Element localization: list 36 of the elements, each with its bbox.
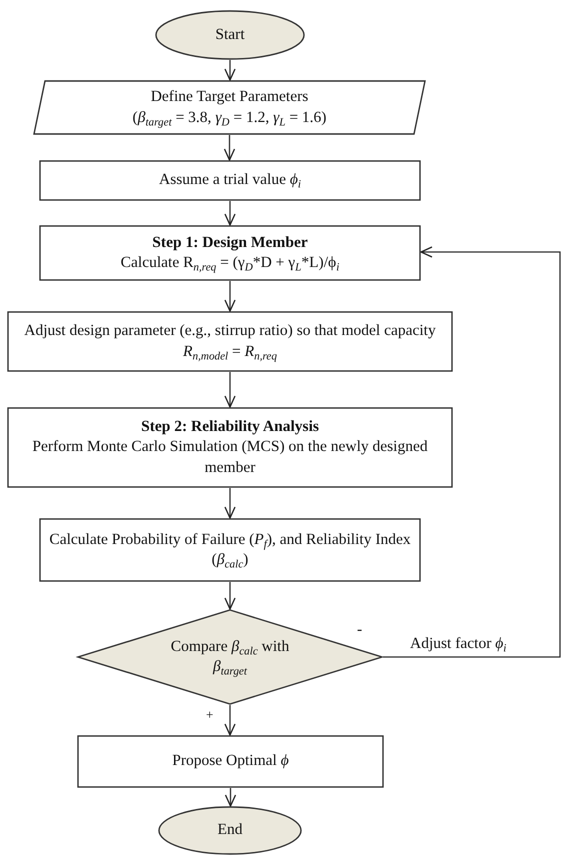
node-text: (β$_{target}$ = 3.8, γ$_{D}$ = 1.2, γ$_{L}$ = 1.6) [132,108,326,128]
terminal-oval [155,10,305,60]
step-description: Calculate R$_{n,req}$ = (γ$_{D}$*D + γ$_{L}$*L)/ϕ$_{i}$ [120,253,340,274]
process-box [7,311,453,372]
arrow [224,281,236,312]
arrow [224,488,236,519]
node-text: Propose Optimal ϕ [172,751,289,772]
edge-label: + [206,707,214,723]
node-text: End [218,820,242,840]
node-text: Calculate Probability of Failure (P$_{f}$), and Reliability Index (β$_{calc}$) [48,530,412,570]
process-box [39,160,421,201]
step-heading: Step 1: Design Member [152,232,308,253]
node-text: Start [215,24,245,45]
process-box [39,225,421,281]
decision-diamond [77,609,383,705]
branch-sign: - [357,621,362,640]
input-parallelogram [33,80,426,135]
arrow [383,246,561,658]
node-text: Adjust design parameter (e.g., stirrup ratio) so that model capacity R$_{n,model}$ = R$_{n,req}$ [23,321,437,362]
arrow [224,372,236,408]
arrow [224,582,236,610]
edge-label: Adjust factor ϕ$_{i}$ [410,635,506,654]
node-text: Assume a trial value ϕ$_{i}$ [159,170,301,191]
arrow [224,201,236,226]
step-description: Perform Monte Carlo Simulation (MCS) on the newly designed member [31,437,429,478]
node-text: Compare β$_{calc}$ with β$_{target}$ [170,636,290,678]
arrow [224,60,236,81]
arrow [224,788,236,807]
process-box [39,518,421,582]
terminal-oval [158,806,302,855]
process-box [7,407,453,488]
step-heading: Step 2: Reliability Analysis [141,417,319,438]
node-text: Define Target Parameters [150,87,308,108]
process-box [77,735,384,788]
arrow [224,705,236,736]
arrow [224,135,236,161]
